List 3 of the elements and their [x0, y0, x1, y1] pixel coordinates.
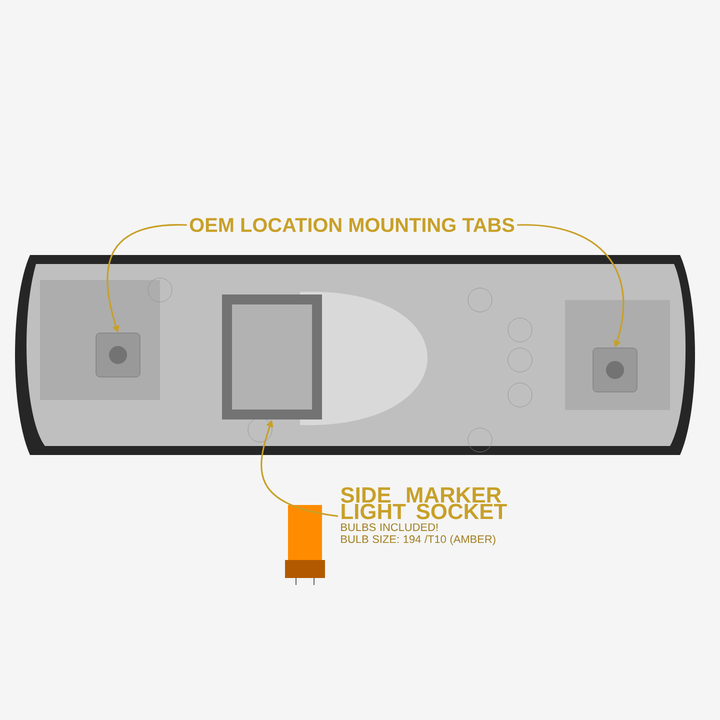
- callout-text: SIDE MARKER LIGHT SOCKET BULBS INCLUDED! BULB SIZE: 194 /T10 (AMBER): [340, 487, 507, 546]
- socket: [222, 294, 322, 420]
- callout-heading: OEM LOCATION MOUNTING TABS: [190, 218, 514, 232]
